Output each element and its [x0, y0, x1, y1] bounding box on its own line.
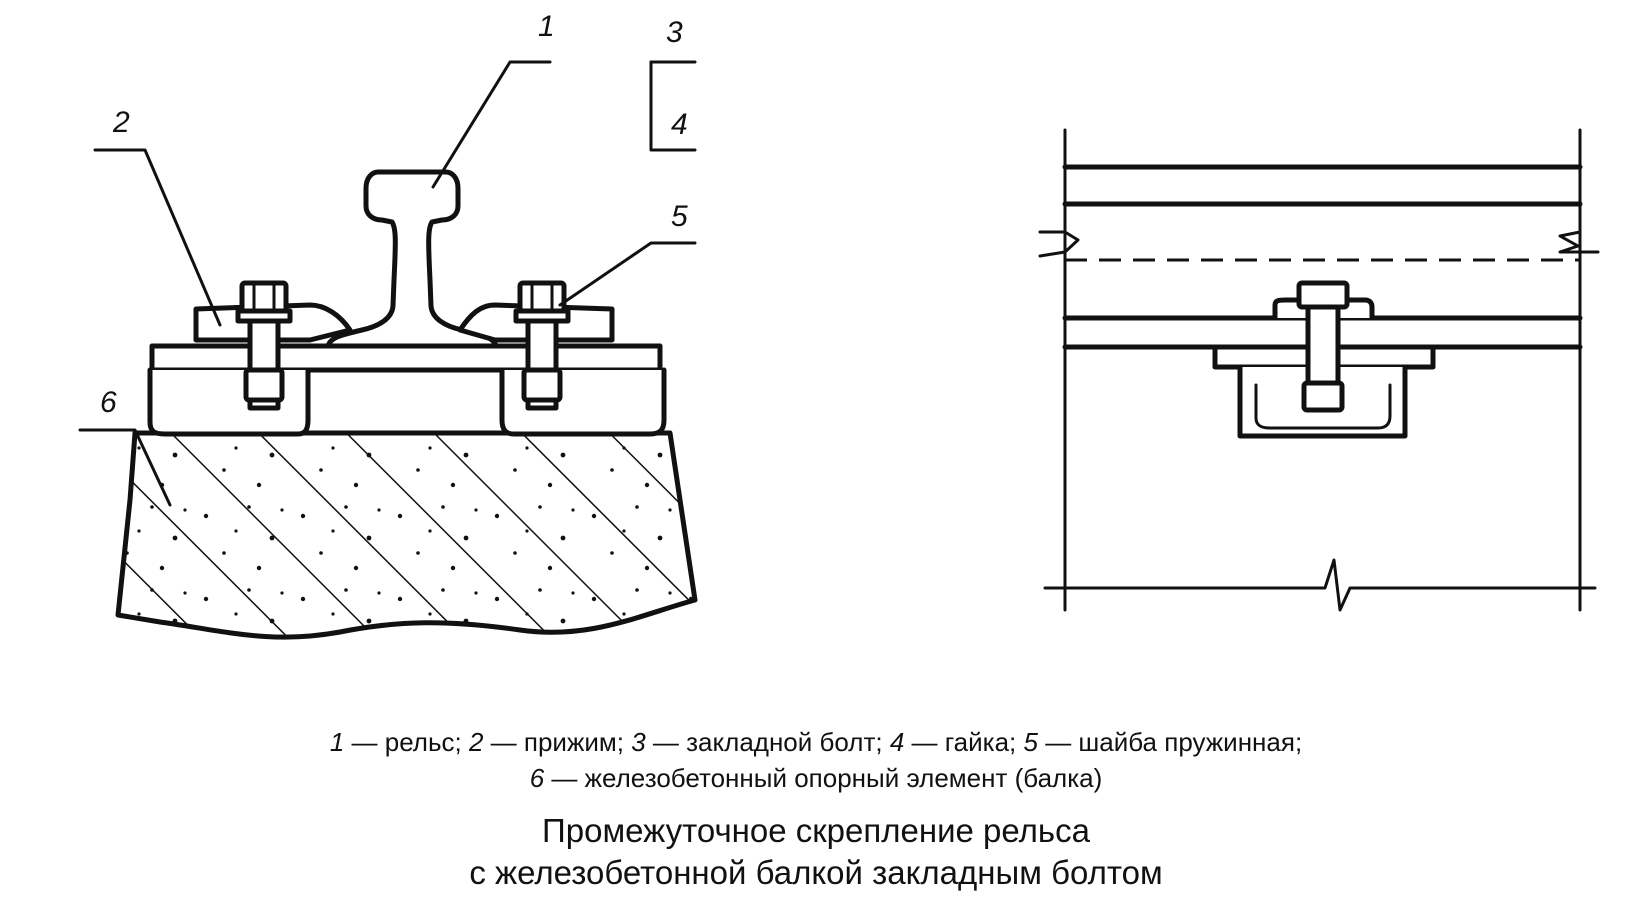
label-3: 3 — [666, 16, 683, 49]
side-view — [1038, 128, 1600, 612]
legend-item-rail: 1 — рельс; — [329, 727, 469, 757]
fastening-diagram: 1 2 3 4 5 6 — [78, 10, 1600, 640]
legend: 1 — рельс; 2 — прижим; 3 — закладной бол… — [0, 724, 1632, 796]
legend-item-beam: 6 — железобетонный опорный элемент (балк… — [529, 763, 1103, 793]
concrete-beam — [115, 430, 698, 640]
legend-line-2: 6 — железобетонный опорный элемент (балк… — [0, 760, 1632, 796]
legend-item-nut: 4 — гайка; — [889, 727, 1024, 757]
figure-title-line-1: Промежуточное скрепление рельса — [542, 812, 1090, 849]
legend-item-clamp: 2 — прижим; — [468, 727, 632, 757]
legend-item-washer: 5 — шайба пружинная; — [1023, 727, 1303, 757]
label-4: 4 — [671, 108, 688, 141]
bolt-left — [235, 280, 293, 411]
label-2: 2 — [112, 106, 130, 139]
legend-line-1: 1 — рельс; 2 — прижим; 3 — закладной бол… — [0, 724, 1632, 760]
figure-title: Промежуточное скрепление рельса с железо… — [0, 810, 1632, 894]
label-5: 5 — [671, 200, 688, 233]
label-6: 6 — [100, 386, 117, 419]
label-1: 1 — [538, 10, 555, 43]
legend-item-bolt: 3 — закладной болт; — [631, 727, 890, 757]
rail — [325, 169, 499, 349]
section-view: 1 2 3 4 5 6 — [78, 10, 698, 640]
base-plate — [147, 343, 667, 437]
figure-title-line-2: с железобетонной балкой закладным болтом — [469, 854, 1163, 891]
leader-lines — [78, 60, 697, 507]
bolt-right — [513, 280, 571, 411]
